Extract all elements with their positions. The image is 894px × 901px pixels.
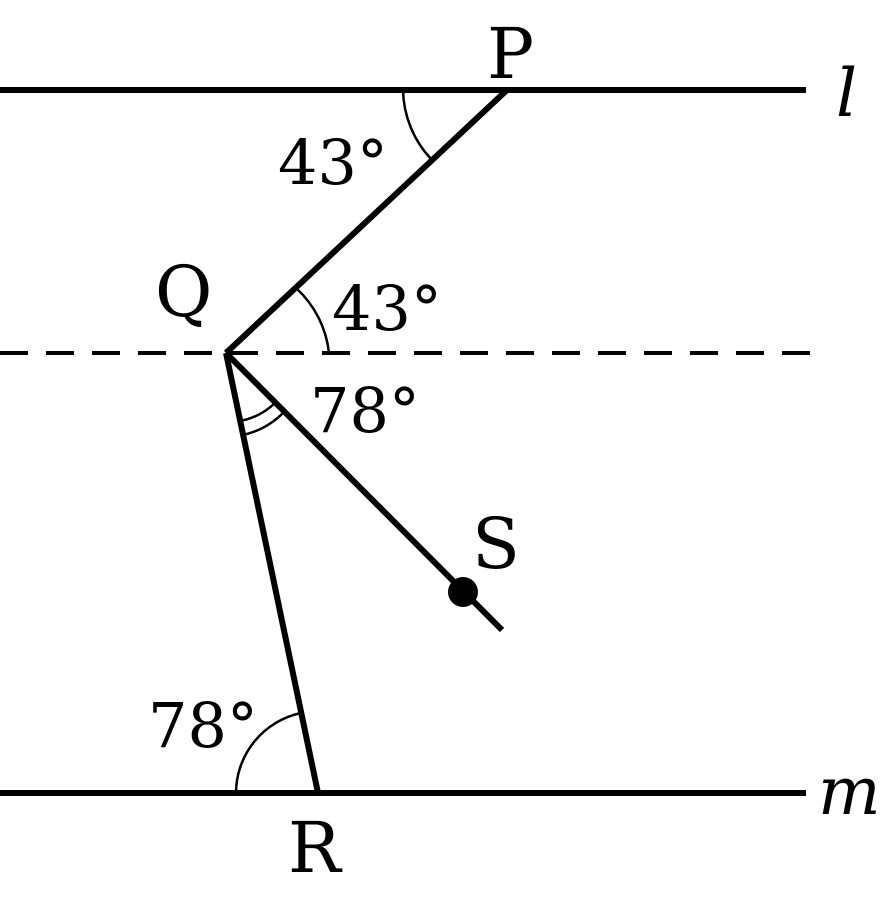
point-label-s: S [472,503,520,585]
angle-arc-p [401,89,432,160]
line-label-m: m [818,753,881,830]
point-label-q: Q [155,251,212,333]
line-label-l: l [836,55,857,132]
segment-pq [223,87,510,356]
angle-label-q-upper: 43° [332,272,442,345]
angle-arc-r [234,711,302,794]
point-label-p: P [487,13,534,95]
angle-label-r: 78° [148,689,258,762]
angle-arc-q-upper [295,287,331,354]
point-label-r: R [288,807,343,889]
segment-qr [223,352,321,794]
angle-label-p: 43° [278,126,388,199]
angle-label-q-lower: 78° [310,374,420,447]
angle-arc-q-lower-outer [242,411,285,437]
point-s-dot [448,577,478,607]
angle-arc-q-lower-inner [239,402,276,423]
